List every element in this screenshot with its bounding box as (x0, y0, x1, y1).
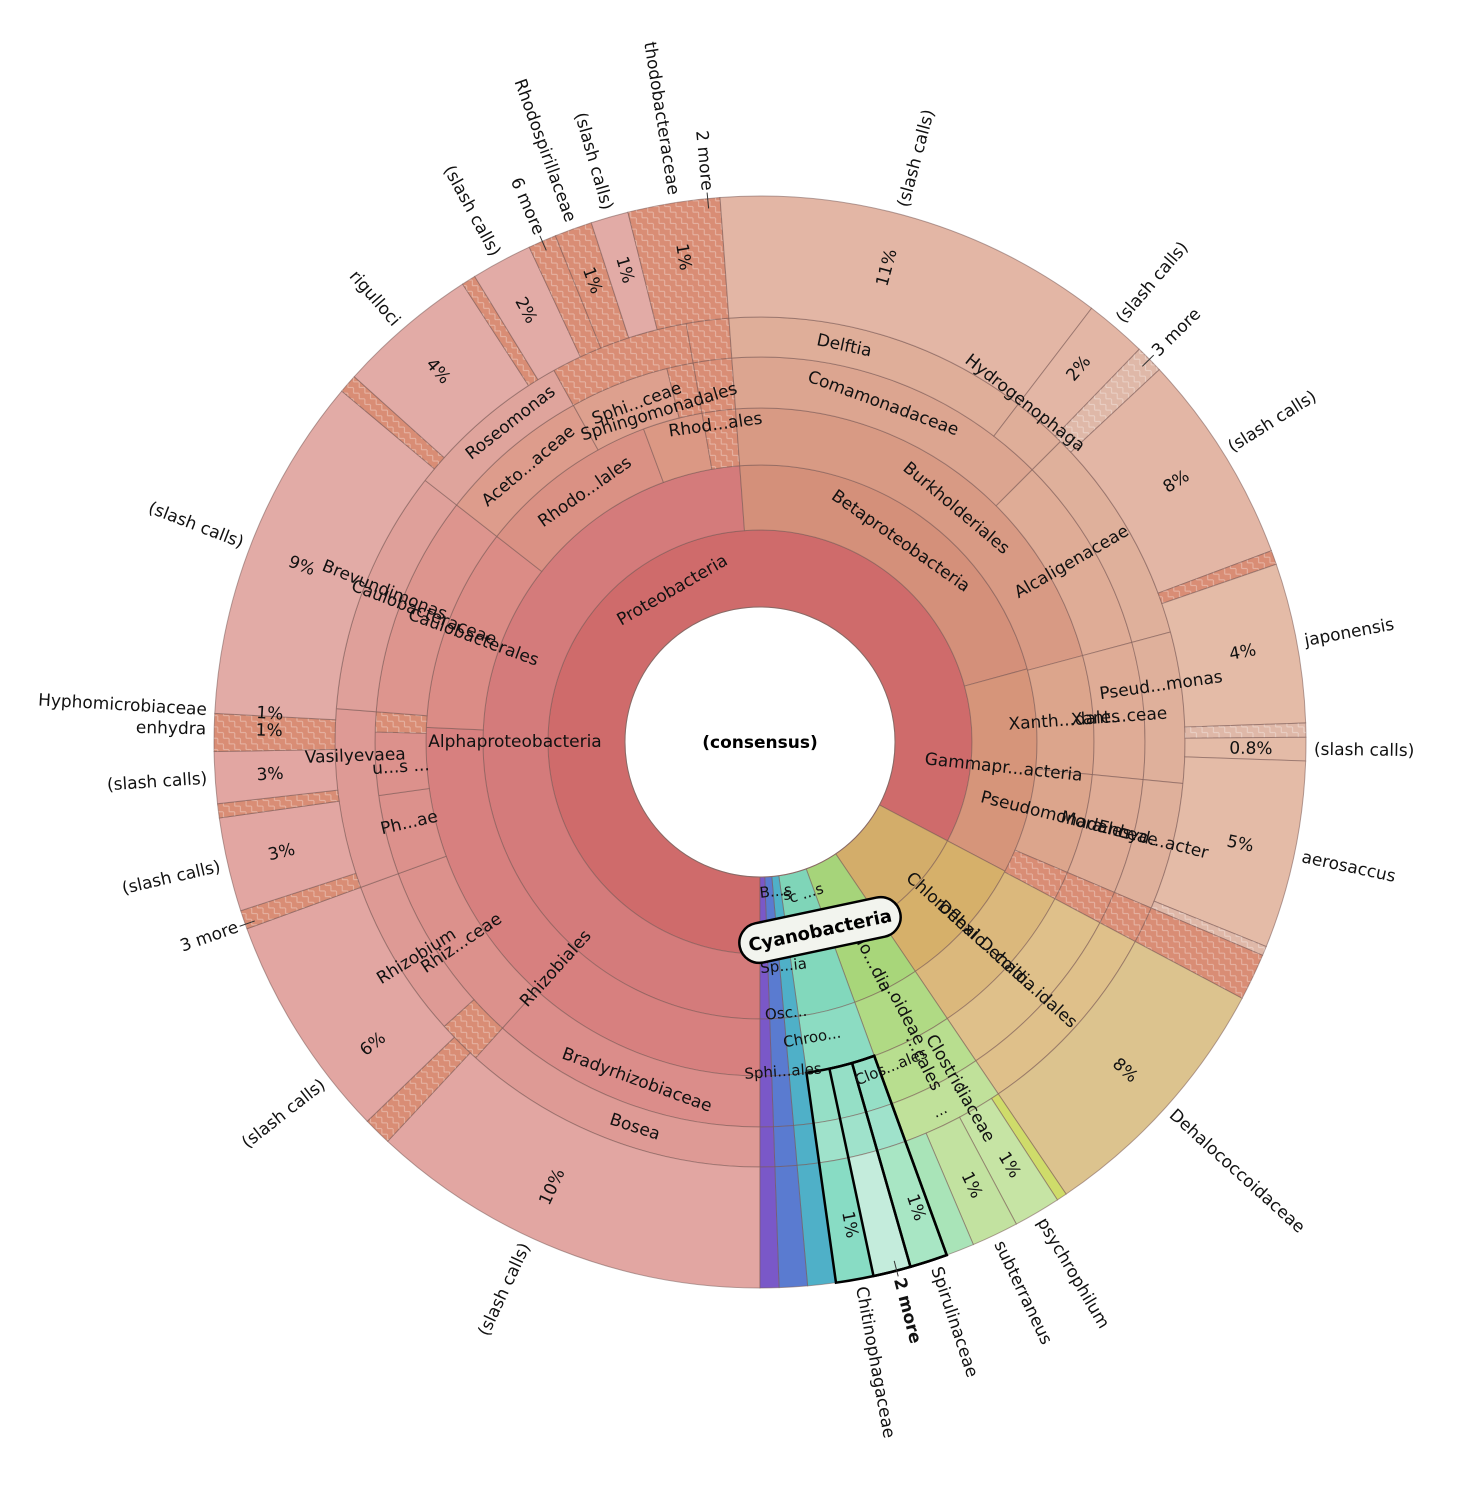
percent-label: 1% (255, 721, 282, 742)
center-hole[interactable] (624, 606, 896, 878)
hatch-overlay (702, 408, 740, 470)
hatch-overlay (1004, 850, 1068, 899)
segment-ring3-50[interactable] (771, 1074, 795, 1128)
hatch-overlay (1184, 722, 1306, 739)
percent-label: 1% (256, 703, 284, 725)
hatch-overlay (213, 713, 336, 752)
leader-line (706, 192, 710, 209)
highlight-outline (805, 1054, 949, 1285)
segment-label: u...s ... (372, 755, 431, 779)
hatch-overlay (666, 362, 703, 418)
segment-ring3-51[interactable] (759, 1075, 774, 1128)
segment-ring4-70[interactable] (772, 1124, 798, 1168)
outer-name-label: (slash calls) (439, 162, 504, 260)
hatch-overlay (627, 197, 729, 330)
sunburst-segments[interactable] (213, 195, 1307, 1289)
outer-name-label: Chitinophagaceae (851, 1285, 899, 1440)
hatch-overlay (1055, 349, 1160, 453)
hatch-overlay (1151, 901, 1267, 956)
outer-name-label: rigulloci (345, 267, 404, 331)
outer-name-label: aerosaccus (1300, 847, 1398, 886)
segment-ring4-71[interactable] (759, 1126, 776, 1168)
hatch-overlay (462, 276, 538, 386)
hatch-overlay (1135, 908, 1263, 999)
hatch-overlay (529, 235, 601, 357)
outer-name-label: (slash calls) (106, 769, 207, 796)
outer-name-label: thodobacteraceae (639, 40, 683, 196)
outer-name-label: Hyphomicrobiaceae (38, 690, 208, 720)
leader-line (239, 920, 255, 927)
percent-label: 3% (256, 764, 284, 786)
leader-line (1141, 354, 1155, 367)
outer-name-label: enhydra (136, 718, 207, 740)
hatch-overlay (367, 1037, 471, 1142)
hatch-overlay (555, 222, 629, 348)
outer-name-label: (slash calls) (570, 110, 617, 212)
percent-label: 0.8% (1229, 739, 1272, 760)
outer-name-label: 2 more (889, 1276, 925, 1346)
center-label: (consensus) (702, 733, 818, 753)
segment-label: Vasilyevaea (304, 744, 406, 768)
outer-name-label: japonensis (1302, 615, 1396, 651)
segment-label-small: B...s (759, 881, 793, 902)
hatch-overlay (444, 999, 503, 1058)
segment-label-small: Sphi...ales (744, 1060, 823, 1083)
outer-name-label: (slash calls) (238, 1075, 329, 1153)
hatch-overlay (553, 323, 694, 406)
outer-name-label: (slash calls) (146, 498, 247, 553)
percent-label: 1% (837, 1210, 862, 1240)
outer-name-label: (slash calls) (894, 107, 939, 209)
outer-name-label: 3 more (1148, 304, 1205, 361)
outer-name-label: 2 more (691, 130, 717, 192)
hatch-overlay (217, 790, 340, 818)
leader-line (539, 235, 547, 251)
segment-label: Alphaproteobacteria (428, 732, 601, 752)
segment-label-small: ... (929, 1099, 950, 1121)
hatch-overlay (375, 711, 428, 734)
outer-name-label: (slash calls) (1314, 740, 1415, 761)
outer-name-label: (slash calls) (474, 1240, 535, 1339)
outer-name-label: Dehalococcoidaceae (1165, 1105, 1309, 1237)
hatch-overlay (1054, 872, 1115, 923)
leader-line (893, 1260, 899, 1277)
outer-name-label: 6 more (506, 175, 548, 238)
outer-name-label: (slash calls) (1225, 387, 1321, 457)
hatch-overlay (240, 873, 361, 929)
segment-label-small: s (781, 885, 792, 904)
tag-box[interactable] (736, 893, 905, 966)
hatch-overlay (686, 318, 732, 363)
segment-label-small: Osc... (764, 1002, 808, 1024)
percent-label: 4% (1228, 640, 1258, 665)
hatch-overlay (1158, 550, 1277, 604)
outer-name-label: subterraneus (989, 1238, 1056, 1348)
outer-name-label: Spirulinaceae (926, 1264, 982, 1380)
hatch-overlay (693, 358, 736, 414)
segment-ring5-110[interactable] (759, 1166, 780, 1289)
outer-name-label: (slash calls) (120, 857, 222, 899)
percent-label: 1% (671, 242, 695, 272)
hatch-overlay (341, 376, 445, 469)
outer-name-label: 3 more (178, 918, 241, 957)
